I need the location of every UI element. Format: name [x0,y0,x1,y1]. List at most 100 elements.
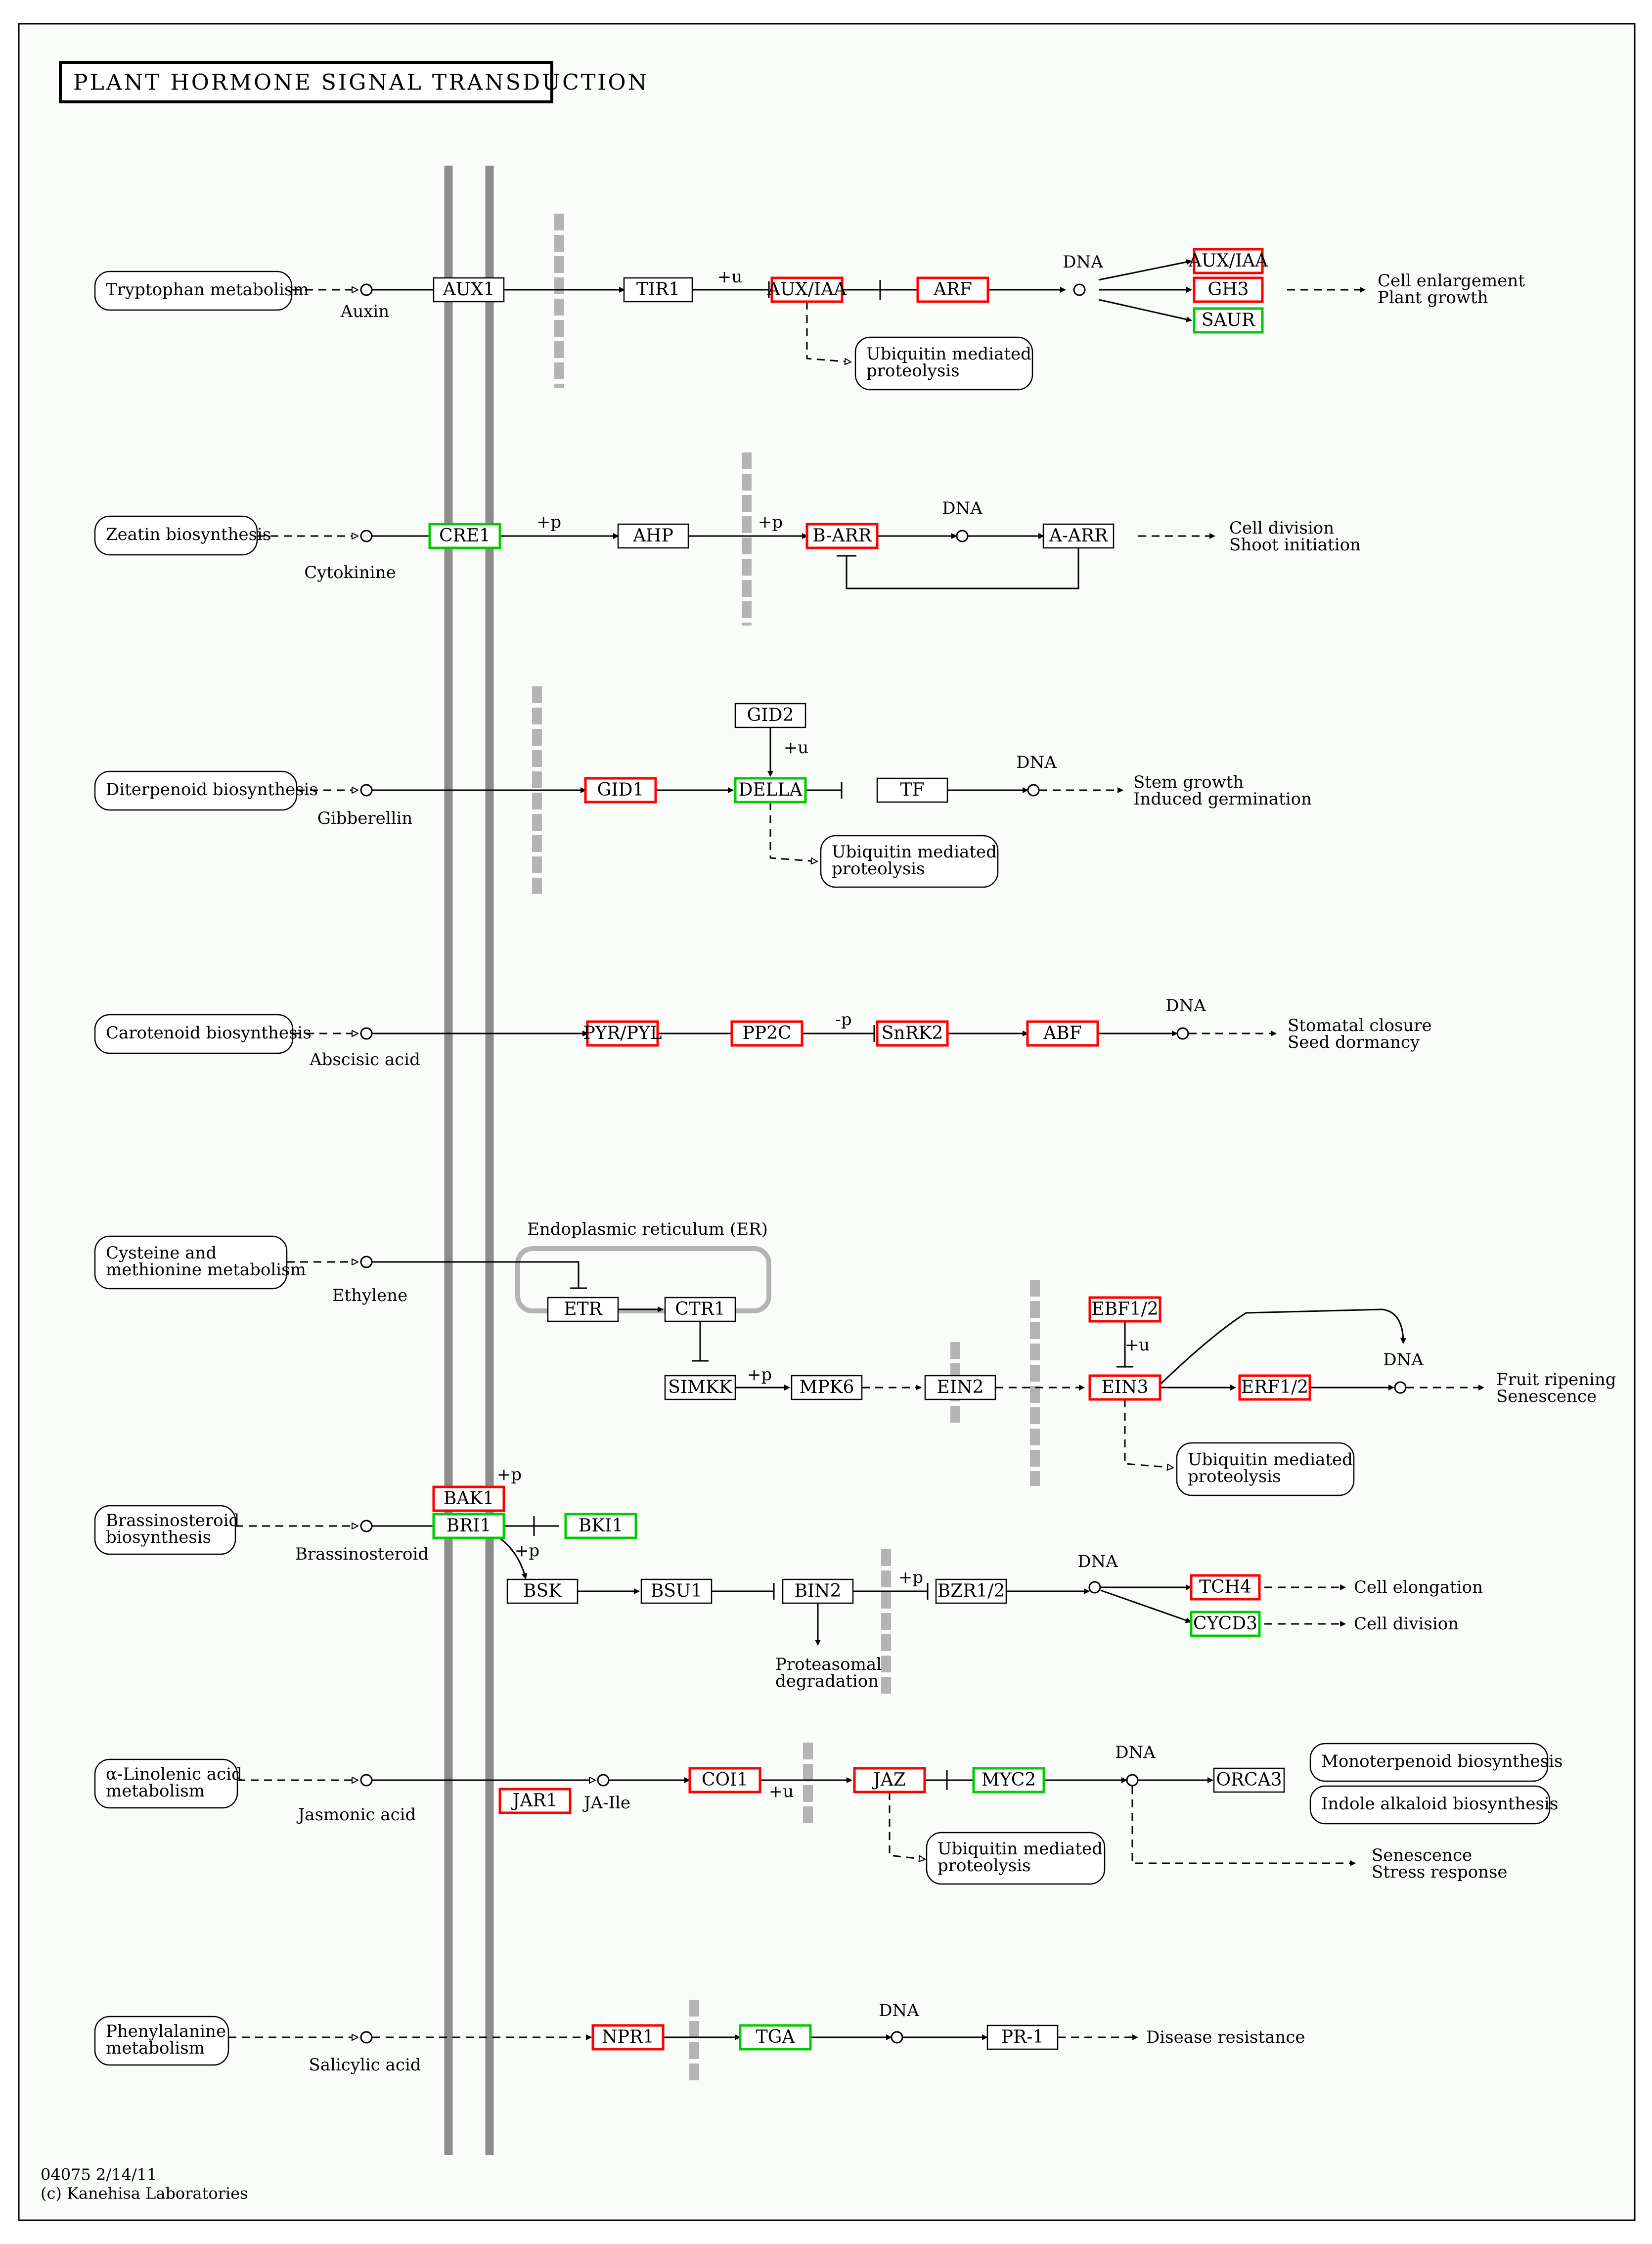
gene-a-arr[interactable] [1042,523,1115,549]
gene-ahp[interactable] [617,523,689,549]
edge-label-phosphorylation: +p [747,1365,772,1385]
gene-bsk-label: BSK [523,1581,562,1601]
gene-ctr1-label: CTR1 [675,1299,725,1319]
gene-orca3-label: ORCA3 [1216,1770,1282,1790]
gene-tch4[interactable] [1190,1574,1261,1601]
source-linolenic-acid-metabolism-label: α-Linolenic acid [106,1764,242,1784]
gene-pp2c[interactable] [730,1020,804,1047]
gene-aux1[interactable] [433,277,505,303]
source-cysteine-methionine-metabolism[interactable] [94,1235,288,1290]
node-ubiquitin-proteolysis[interactable] [926,1832,1106,1885]
gene-bki1[interactable] [564,1513,637,1539]
gene-cre1[interactable] [428,523,501,549]
gene-ein3-label: EIN3 [1102,1377,1149,1397]
gene-cycd3[interactable] [1190,1611,1261,1637]
gene-coi1[interactable] [688,1767,761,1794]
gene-gid1[interactable] [584,777,657,804]
gene-bak1[interactable] [432,1485,505,1512]
gene-arf[interactable] [916,276,989,303]
gene-jar1[interactable] [498,1788,572,1814]
gene-ctr1[interactable] [664,1297,736,1322]
compound-ethylene[interactable] [360,1256,373,1268]
gene-b-arr[interactable] [805,523,879,549]
gene-simkk[interactable] [664,1375,736,1400]
gene-tch4-label: TCH4 [1199,1577,1251,1597]
gene-ein2[interactable] [924,1375,996,1400]
gene-aux-iaa-target[interactable] [1193,248,1264,274]
compound-salicylic-acid[interactable] [360,2031,373,2044]
compound-cytokinine[interactable] [360,530,373,542]
source-tryptophan-metabolism[interactable] [94,270,293,311]
source-linolenic-acid-metabolism[interactable] [94,1758,238,1809]
gene-a-arr-label: A-ARR [1049,526,1108,546]
node-ubiquitin-proteolysis-label: Ubiquitin mediated [1188,1450,1353,1470]
dna-label: DNA [879,2001,919,2020]
response-label: Disease resistance [1146,2027,1305,2047]
compound-jasmonic-acid[interactable] [360,1774,373,1787]
gene-della[interactable] [734,777,807,804]
node-ubiquitin-proteolysis[interactable] [1176,1442,1355,1496]
compound-abscisic-acid[interactable] [360,1027,373,1040]
source-diterpenoid-biosynthesis[interactable] [94,770,298,811]
compound-dna[interactable] [1088,1581,1101,1594]
compound-dna[interactable] [1027,784,1040,797]
gene-ebf1-2[interactable] [1088,1296,1161,1323]
edge-label-phosphorylation: +p [758,512,783,532]
gene-pr-1[interactable] [986,2024,1059,2050]
gene-saur[interactable] [1193,307,1264,334]
compound-dna[interactable] [1073,283,1086,296]
gene-erf1-2[interactable] [1238,1374,1311,1401]
gene-bki1-label: BKI1 [579,1516,623,1536]
gene-snrk2[interactable] [876,1020,949,1047]
gene-jaz[interactable] [853,1767,926,1794]
gene-mpk6[interactable] [791,1375,863,1400]
compound-dna[interactable] [1394,1381,1407,1394]
gene-tf[interactable] [876,777,948,803]
node-ubiquitin-proteolysis[interactable] [854,336,1033,391]
title-box [59,61,553,103]
compound-dna[interactable] [1126,1774,1139,1787]
gene-pr-1-label: PR-1 [1001,2027,1044,2047]
gene-tga[interactable] [739,2024,812,2051]
compound-dna[interactable] [956,530,969,542]
gene-etr[interactable] [547,1297,619,1322]
gene-bin2[interactable] [782,1578,854,1604]
compound-ja-ile[interactable] [597,1774,610,1787]
gene-bri1[interactable] [432,1513,505,1539]
gene-erf1-2-label: ERF1/2 [1241,1377,1308,1397]
source-carotenoid-biosynthesis[interactable] [94,1014,294,1054]
node-ubiquitin-proteolysis[interactable] [820,835,999,888]
gene-abf[interactable] [1026,1020,1099,1047]
gene-pyr-pyl[interactable] [586,1020,659,1047]
edge-feedback [846,548,1079,589]
source-brassinosteroid-biosynthesis[interactable] [94,1505,236,1555]
node-ubiquitin-proteolysis-label: Ubiquitin mediated [832,842,997,862]
target-indole-alkaloid-biosynthesis[interactable] [1309,1785,1551,1825]
gene-npr1[interactable] [591,2024,665,2051]
gene-bsu1[interactable] [640,1578,713,1604]
gene-aux-iaa[interactable] [770,276,844,303]
gene-cre1-label: CRE1 [439,526,491,546]
compound-label-ethylene: Ethylene [332,1286,408,1305]
compound-brassinosteroid[interactable] [360,1520,373,1532]
edge-label-phosphorylation: +p [898,1568,923,1587]
target-monoterpenoid-biosynthesis[interactable] [1309,1743,1549,1782]
target-indole-alkaloid-biosynthesis-label: Indole alkaloid biosynthesis [1321,1794,1558,1814]
gene-etr-label: ETR [564,1299,602,1319]
compound-dna[interactable] [891,2031,903,2044]
compound-dna[interactable] [1176,1027,1189,1040]
response-label: Cell division [1229,518,1334,538]
compound-gibberellin[interactable] [360,784,373,797]
gene-gh3[interactable] [1193,276,1264,303]
gene-tir1[interactable] [623,277,693,303]
gene-ein3[interactable] [1088,1374,1161,1401]
gene-bsk[interactable] [506,1578,579,1604]
compound-auxin[interactable] [360,283,373,296]
gene-bri1-label: BRI1 [446,1516,491,1536]
source-zeatin-biosynthesis[interactable] [94,515,258,556]
gene-orca3[interactable] [1213,1767,1285,1793]
gene-myc2[interactable] [972,1767,1045,1794]
gene-gid2[interactable] [734,703,806,728]
source-phenylalanine-metabolism[interactable] [94,2016,229,2066]
gene-bzr1-2[interactable] [935,1578,1007,1604]
